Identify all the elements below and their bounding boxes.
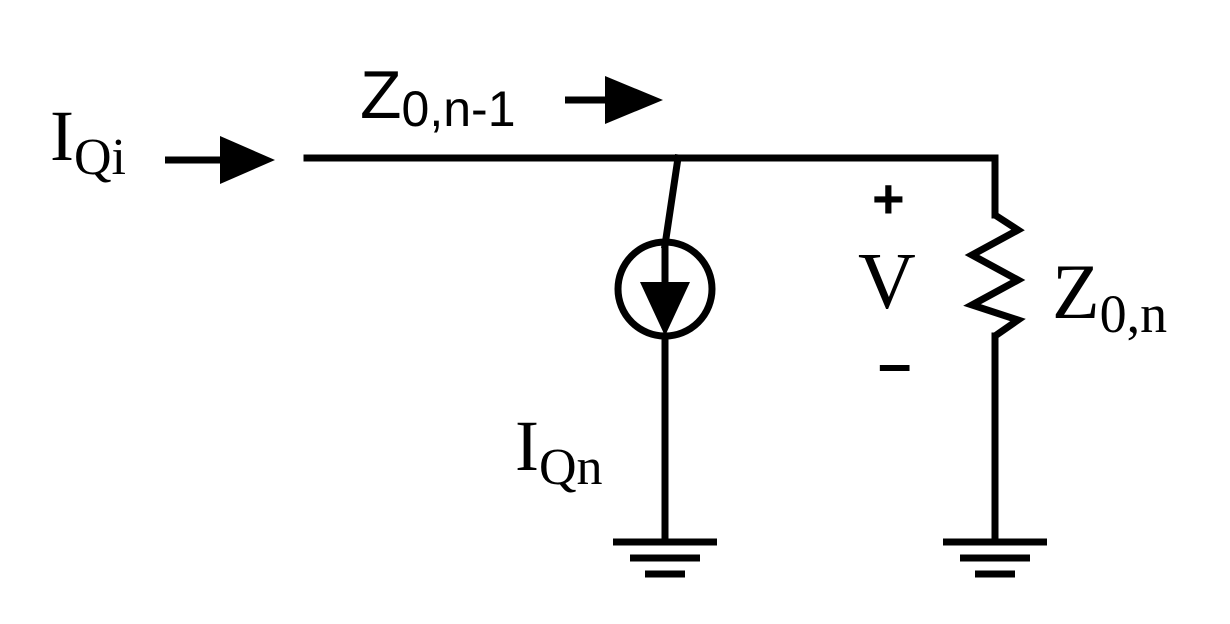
svg-text:Z0,n-1: Z0,n-1 <box>360 57 516 137</box>
input-current-main: I <box>50 96 74 176</box>
line-impedance-arrow <box>565 76 663 124</box>
input-current-label: IQi <box>50 96 126 186</box>
voltage-label: V <box>858 238 916 326</box>
ground-icon-left <box>613 538 717 578</box>
svg-text:IQi: IQi <box>50 96 126 186</box>
voltage-plus-sign: + <box>872 167 905 230</box>
ground-icon-right <box>943 538 1047 578</box>
resistor-icon <box>963 212 1026 339</box>
svg-text:IQn: IQn <box>515 406 603 496</box>
source-feed-wire <box>661 154 682 249</box>
svg-text:Z0,n: Z0,n <box>1052 248 1167 344</box>
source-current-sub: Qn <box>539 439 603 496</box>
load-impedance-main: Z <box>1052 248 1100 335</box>
input-current-arrow <box>165 136 275 184</box>
source-current-main: I <box>515 406 539 486</box>
current-source-arrow-icon <box>640 282 690 336</box>
load-impedance-label: Z0,n <box>1052 248 1167 344</box>
line-impedance-sub: 0,n-1 <box>402 81 516 137</box>
voltage-minus-sign: – <box>878 330 911 397</box>
load-impedance-sub: 0,n <box>1100 284 1168 344</box>
input-current-sub: Qi <box>74 129 126 186</box>
source-current-label: IQn <box>515 406 603 496</box>
line-impedance-main: Z <box>360 57 402 133</box>
current-source <box>614 238 716 340</box>
line-impedance-label: Z0,n-1 <box>360 57 516 137</box>
